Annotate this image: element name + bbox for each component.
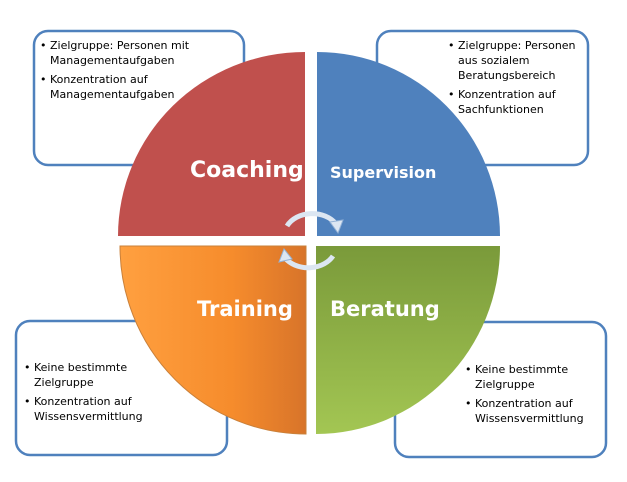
bullet: Konzentration auf Managementaufgaben	[40, 72, 240, 102]
coaching-label: Coaching	[190, 158, 304, 183]
supervision-quadrant	[317, 52, 500, 236]
supervision-label: Supervision	[330, 163, 437, 182]
coaching-quadrant	[118, 52, 305, 236]
training-quadrant	[119, 245, 307, 435]
training-description: Keine bestimmte Zielgruppe Konzentration…	[24, 360, 169, 428]
beratung-description: Keine bestimmte Zielgruppe Konzentration…	[465, 362, 600, 430]
beratung-quadrant	[316, 246, 500, 434]
training-label: Training	[197, 297, 293, 321]
bullet: Konzentration auf Wissensvermittlung	[24, 394, 169, 424]
bullet: Zielgruppe: Personen aus sozialem Beratu…	[448, 38, 583, 83]
bullet: Konzentration auf Wissensvermittlung	[465, 396, 600, 426]
beratung-label: Beratung	[330, 297, 440, 321]
coaching-description: Zielgruppe: Personen mit Managementaufga…	[40, 38, 240, 106]
bullet: Konzentration auf Sachfunktionen	[448, 87, 583, 117]
bullet: Keine bestimmte Zielgruppe	[465, 362, 600, 392]
supervision-description: Zielgruppe: Personen aus sozialem Beratu…	[448, 38, 583, 121]
cycle-arrows-icon	[283, 211, 338, 271]
bullet: Keine bestimmte Zielgruppe	[24, 360, 169, 390]
bullet: Zielgruppe: Personen mit Managementaufga…	[40, 38, 240, 68]
